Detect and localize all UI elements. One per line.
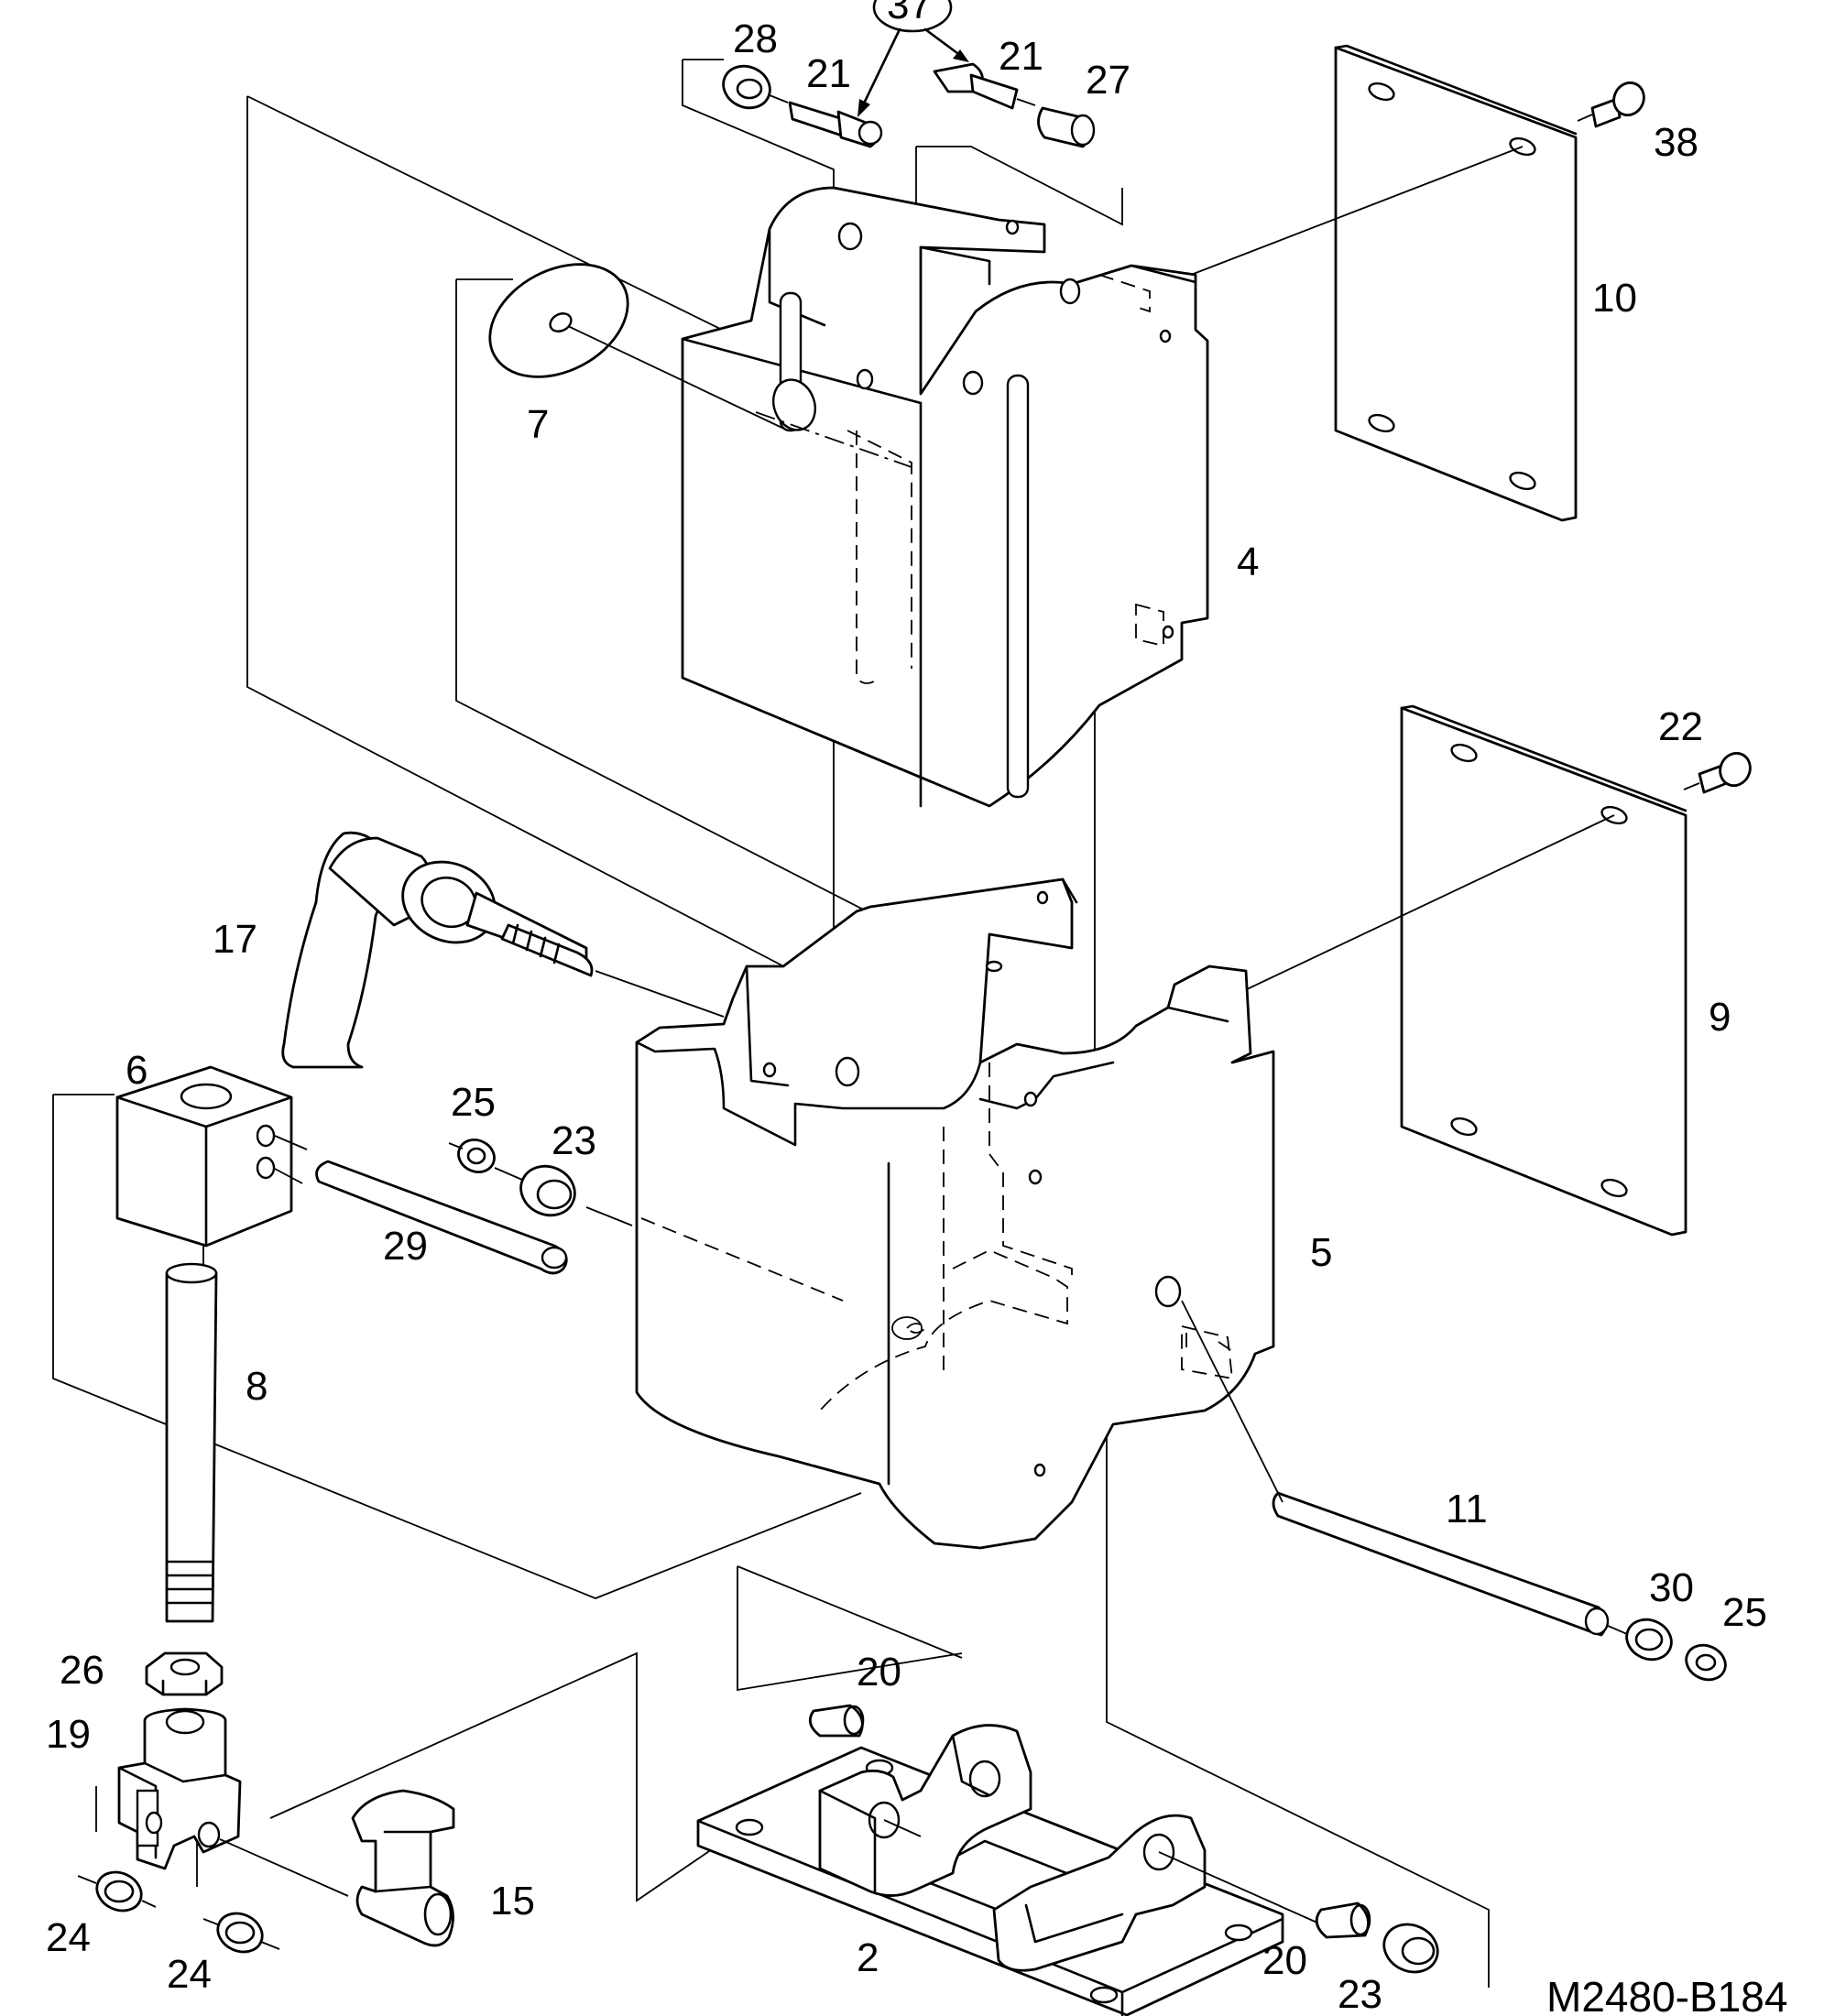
base-2 — [696, 1724, 1320, 2016]
callout-10: 10 — [1592, 276, 1637, 321]
callout-26: 26 — [60, 1648, 104, 1693]
callout-4: 4 — [1237, 539, 1259, 584]
callout-17: 17 — [213, 917, 257, 962]
callout-37: 37 — [887, 0, 932, 27]
bushing-20-lower — [1315, 1902, 1371, 1939]
callout-19: 19 — [46, 1712, 91, 1757]
pin-29 — [315, 1160, 568, 1275]
housing-5 — [635, 877, 1275, 1550]
callout-22: 22 — [1658, 704, 1703, 749]
callout-11: 11 — [1446, 1487, 1488, 1531]
callout-21-left: 21 — [806, 51, 851, 96]
callout-24-left: 24 — [46, 1915, 91, 1960]
callout-23-lower: 23 — [1338, 1972, 1382, 2016]
shaft-11 — [1181, 1300, 1641, 1640]
callout-38: 38 — [1654, 120, 1698, 165]
bushing-23-lower — [1382, 1923, 1439, 1974]
callout-27: 27 — [1086, 58, 1130, 103]
washer-30 — [1625, 1618, 1673, 1662]
clevis-19 — [117, 1707, 349, 1897]
washer-24-right — [202, 1912, 280, 1954]
callout-7: 7 — [527, 402, 549, 447]
plate-9 — [1227, 704, 1688, 1237]
clip-15 — [351, 1789, 455, 1947]
clip-25-lower — [1685, 1643, 1727, 1682]
callout-30: 30 — [1649, 1565, 1694, 1610]
callout-labels: 37 28 21 21 27 38 10 7 4 22 17 9 6 25 23… — [46, 0, 1787, 2016]
sleeve-27 — [1037, 106, 1096, 148]
nut-26 — [145, 1651, 224, 1696]
cap-28 — [722, 64, 789, 110]
callout-25-lower: 25 — [1722, 1590, 1767, 1635]
callout-8: 8 — [246, 1364, 268, 1409]
callout-37-arrows — [857, 0, 969, 117]
callout-23-upper: 23 — [552, 1118, 596, 1163]
housing-4 — [681, 186, 1209, 808]
screw-22 — [1683, 751, 1752, 794]
lever-17 — [281, 831, 725, 1069]
plate-10 — [1190, 44, 1578, 522]
block-6 — [115, 1065, 308, 1273]
washer-24-left — [77, 1870, 157, 1912]
screw-38 — [1577, 81, 1645, 128]
screw-21-right — [933, 62, 1036, 110]
bushing-23-upper — [494, 1164, 633, 1226]
callout-5: 5 — [1310, 1230, 1332, 1275]
callout-20-lower: 20 — [1262, 1938, 1307, 1983]
rod-8 — [165, 1262, 218, 1623]
screw-21-left — [788, 101, 883, 148]
callout-2: 2 — [857, 1935, 879, 1980]
callout-15: 15 — [490, 1879, 535, 1923]
callout-29: 29 — [383, 1224, 428, 1269]
callout-28: 28 — [733, 16, 778, 61]
callout-9: 9 — [1709, 995, 1731, 1040]
callout-6: 6 — [126, 1048, 147, 1093]
clip-25-upper — [448, 1139, 496, 1173]
bushing-20-upper — [808, 1704, 865, 1738]
callout-24-right: 24 — [167, 1952, 212, 1997]
callout-21-right: 21 — [999, 34, 1043, 79]
callout-25-upper: 25 — [451, 1080, 496, 1125]
drawing-code: M2480-B184 — [1546, 1973, 1787, 2016]
callout-20-upper: 20 — [857, 1650, 901, 1695]
washer-7 — [488, 263, 789, 431]
